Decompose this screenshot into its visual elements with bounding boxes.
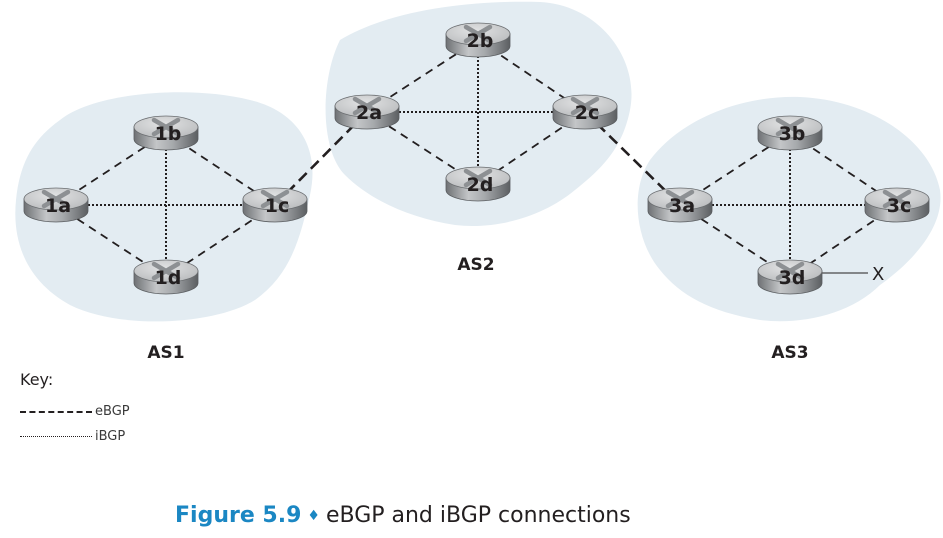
figure-caption: Figure 5.9 ♦ eBGP and iBGP connections — [175, 503, 631, 528]
router-2c: 2c — [552, 94, 618, 130]
router-label-2d: 2d — [467, 174, 494, 196]
key-item-ebgp: eBGP — [20, 404, 130, 419]
as1-region — [15, 92, 313, 322]
router-3b: 3b — [757, 115, 823, 151]
router-cross-icon — [570, 96, 600, 116]
router-1c: 1c — [242, 187, 308, 223]
ebgp-line-swatch — [20, 410, 92, 413]
router-label-3b: 3b — [779, 123, 806, 145]
router-cross-icon — [463, 24, 493, 44]
router-2a: 2a — [334, 94, 400, 130]
router-cross-icon — [352, 96, 382, 116]
key-item-ibgp: iBGP — [20, 429, 125, 444]
router-label-3d: 3d — [779, 267, 806, 289]
router-label-1c: 1c — [265, 195, 289, 217]
router-3a: 3a — [647, 187, 713, 223]
router-3d: 3d — [757, 259, 823, 295]
key-label-ebgp: eBGP — [95, 404, 130, 419]
router-label-1a: 1a — [45, 195, 71, 217]
external-destination-x: X — [872, 264, 884, 285]
figure-caption-text: eBGP and iBGP connections — [325, 503, 631, 528]
as-label-as2: AS2 — [457, 255, 494, 275]
router-cross-icon — [665, 189, 695, 209]
router-1b: 1b — [133, 115, 199, 151]
router-cross-icon — [775, 261, 805, 281]
router-cross-icon — [41, 189, 71, 209]
router-1a: 1a — [23, 187, 89, 223]
as-label-as3: AS3 — [771, 343, 808, 363]
router-3c: 3c — [864, 187, 930, 223]
ibgp-line-swatch — [20, 436, 92, 437]
router-label-2b: 2b — [467, 30, 494, 52]
router-1d: 1d — [133, 259, 199, 295]
router-label-2c: 2c — [575, 102, 599, 124]
router-cross-icon — [151, 261, 181, 281]
router-cross-icon — [463, 168, 493, 188]
router-label-3a: 3a — [669, 195, 695, 217]
router-label-3c: 3c — [887, 195, 911, 217]
router-cross-icon — [151, 117, 181, 137]
router-label-1d: 1d — [155, 267, 182, 289]
router-cross-icon — [882, 189, 912, 209]
router-cross-icon — [260, 189, 290, 209]
router-label-1b: 1b — [155, 123, 182, 145]
key-title: Key: — [20, 370, 54, 389]
router-cross-icon — [775, 117, 805, 137]
router-label-2a: 2a — [356, 102, 382, 124]
as-label-as1: AS1 — [147, 343, 184, 363]
key-label-ibgp: iBGP — [95, 429, 126, 444]
figure-number: Figure 5.9 — [175, 503, 302, 528]
diamond-separator-icon: ♦ — [307, 508, 320, 524]
router-2b: 2b — [445, 22, 511, 58]
router-2d: 2d — [445, 166, 511, 202]
